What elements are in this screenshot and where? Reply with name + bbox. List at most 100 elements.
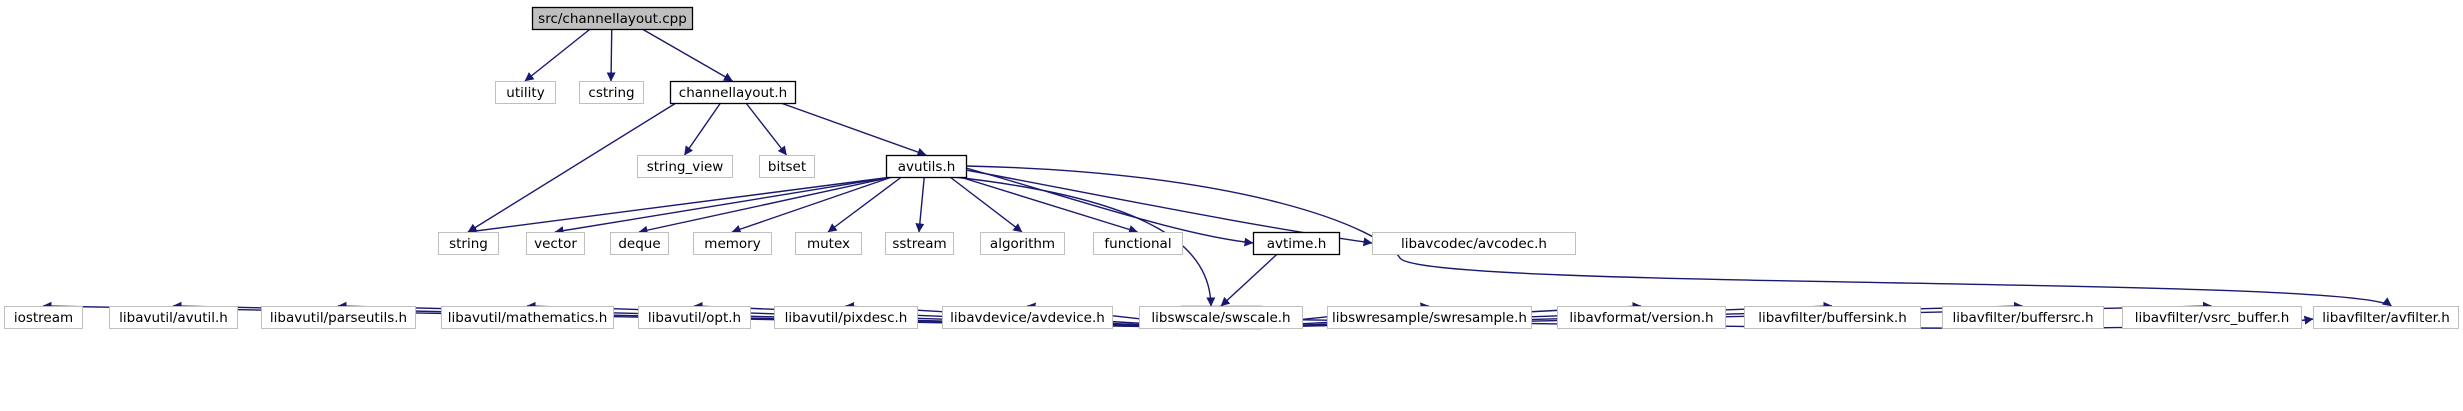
node-box xyxy=(1093,232,1183,255)
node-box xyxy=(795,232,862,255)
node-box xyxy=(1327,306,1532,329)
node-label: libswresample/swresample.h xyxy=(1332,310,1527,326)
node-iostream: iostream xyxy=(4,306,83,329)
node-parseutils: libavutil/parseutils.h xyxy=(261,306,416,329)
node-vector: vector xyxy=(526,232,585,255)
node-box xyxy=(759,155,815,178)
node-box xyxy=(669,80,797,105)
node-box xyxy=(1139,306,1303,329)
edge-avutils_h-to-avtime_h xyxy=(965,167,1254,247)
node-label: libswscale/swscale.h xyxy=(1151,310,1290,326)
node-label: libavfilter/buffersink.h xyxy=(1758,310,1907,326)
node-box xyxy=(693,232,772,255)
edge-avutils_h-to-vector xyxy=(554,176,893,236)
edge-channellayout_h-to-avutils_h xyxy=(780,102,927,157)
node-label: libavfilter/vsrc_buffer.h xyxy=(2135,310,2290,326)
edge-avutils_h-to-sstream xyxy=(915,176,925,233)
node-mutex: mutex xyxy=(795,232,862,255)
node-label: mutex xyxy=(807,236,850,252)
node-label: channellayout.h xyxy=(679,85,787,101)
node-label: algorithm xyxy=(990,236,1055,252)
node-avtime_h[interactable]: avtime.h xyxy=(1252,231,1341,256)
edges xyxy=(42,28,2392,329)
node-box xyxy=(1942,306,2104,329)
edge-avutils_h-to-ffmpeg_h xyxy=(953,176,1216,307)
edge-channellayout_h-to-bitset xyxy=(745,102,788,156)
node-box xyxy=(495,81,556,104)
node-box xyxy=(261,306,416,329)
node-box xyxy=(980,232,1065,255)
edge-channellayout_h-to-string xyxy=(467,102,677,233)
node-avdevice: libavdevice/avdevice.h xyxy=(942,306,1113,329)
node-buffersrc: libavfilter/buffersrc.h xyxy=(1942,306,2104,329)
node-functional: functional xyxy=(1093,232,1183,255)
node-vsrc_buffer: libavfilter/vsrc_buffer.h xyxy=(2122,306,2302,329)
node-cstring: cstring xyxy=(579,81,644,104)
node-label: libavutil/opt.h xyxy=(648,310,741,326)
edge-avutils_h-to-avfilter xyxy=(965,165,2392,307)
node-pixdesc: libavutil/pixdesc.h xyxy=(774,306,918,329)
node-label: libavfilter/avfilter.h xyxy=(2322,310,2450,326)
node-swresample: libswresample/swresample.h xyxy=(1327,306,1532,329)
node-buffersink: libavfilter/buffersink.h xyxy=(1744,306,1921,329)
node-deque: deque xyxy=(610,232,669,255)
node-box xyxy=(1744,306,1921,329)
node-box xyxy=(438,232,499,255)
node-avformat_version: libavformat/version.h xyxy=(1557,306,1726,329)
node-channellayout_h[interactable]: channellayout.h xyxy=(669,80,797,105)
node-opt: libavutil/opt.h xyxy=(638,306,751,329)
node-box xyxy=(4,306,83,329)
node-label: utility xyxy=(506,85,544,101)
node-label: string_view xyxy=(647,159,724,175)
node-box xyxy=(774,306,918,329)
node-label: libavfilter/buffersrc.h xyxy=(1952,310,2093,326)
node-label: libavcodec/avcodec.h xyxy=(1401,236,1547,252)
edge-root-to-utility xyxy=(524,28,591,82)
node-label: bitset xyxy=(768,159,806,175)
node-libavcodec: libavcodec/avcodec.h xyxy=(1372,232,1576,255)
node-box xyxy=(2313,306,2459,329)
node-label: avtime.h xyxy=(1267,236,1327,252)
nodes: src/channellayout.cpp utility cstring chann… xyxy=(4,6,2459,330)
node-label: libavdevice/avdevice.h xyxy=(950,310,1105,326)
node-avfilter: libavfilter/avfilter.h xyxy=(2313,306,2459,329)
node-box xyxy=(531,6,694,31)
node-algorithm: algorithm xyxy=(980,232,1065,255)
node-box xyxy=(942,306,1113,329)
node-mathematics: libavutil/mathematics.h xyxy=(441,306,614,329)
edge-root-to-channellayout_h xyxy=(641,28,733,82)
node-label: libavformat/version.h xyxy=(1569,310,1713,326)
node-label: src/channellayout.cpp xyxy=(538,11,687,27)
node-box xyxy=(610,232,669,255)
node-avutil: libavutil/avutil.h xyxy=(109,306,238,329)
node-label: functional xyxy=(1104,236,1171,252)
node-string: string xyxy=(438,232,499,255)
edge-avutils_h-to-memory xyxy=(731,176,893,234)
node-utility: utility xyxy=(495,81,556,104)
node-box xyxy=(1557,306,1726,329)
node-label: libavutil/parseutils.h xyxy=(270,310,407,326)
node-box xyxy=(441,306,614,329)
node-label: memory xyxy=(704,236,760,252)
node-root[interactable]: src/channellayout.cpp xyxy=(531,6,694,31)
edge-avutils_h-to-functional xyxy=(959,176,1138,234)
node-label: libavutil/avutil.h xyxy=(119,310,228,326)
node-label: sstream xyxy=(892,236,946,252)
node-swscale: libswscale/swscale.h xyxy=(1139,306,1303,329)
node-string_view: string_view xyxy=(637,155,733,178)
node-label: avutils.h xyxy=(898,159,956,175)
node-box xyxy=(885,232,954,255)
node-box xyxy=(885,154,968,179)
node-box xyxy=(1372,232,1576,255)
node-label: deque xyxy=(618,236,660,252)
edge-avtime_h-to-ffmpeg_h xyxy=(1220,253,1278,307)
node-box xyxy=(638,306,751,329)
node-avutils_h[interactable]: avutils.h xyxy=(885,154,968,179)
node-box xyxy=(2122,306,2302,329)
node-memory: memory xyxy=(693,232,772,255)
edge-root-to-cstring xyxy=(606,28,616,82)
node-box xyxy=(109,306,238,329)
node-label: libavutil/pixdesc.h xyxy=(785,310,908,326)
node-sstream: sstream xyxy=(885,232,954,255)
